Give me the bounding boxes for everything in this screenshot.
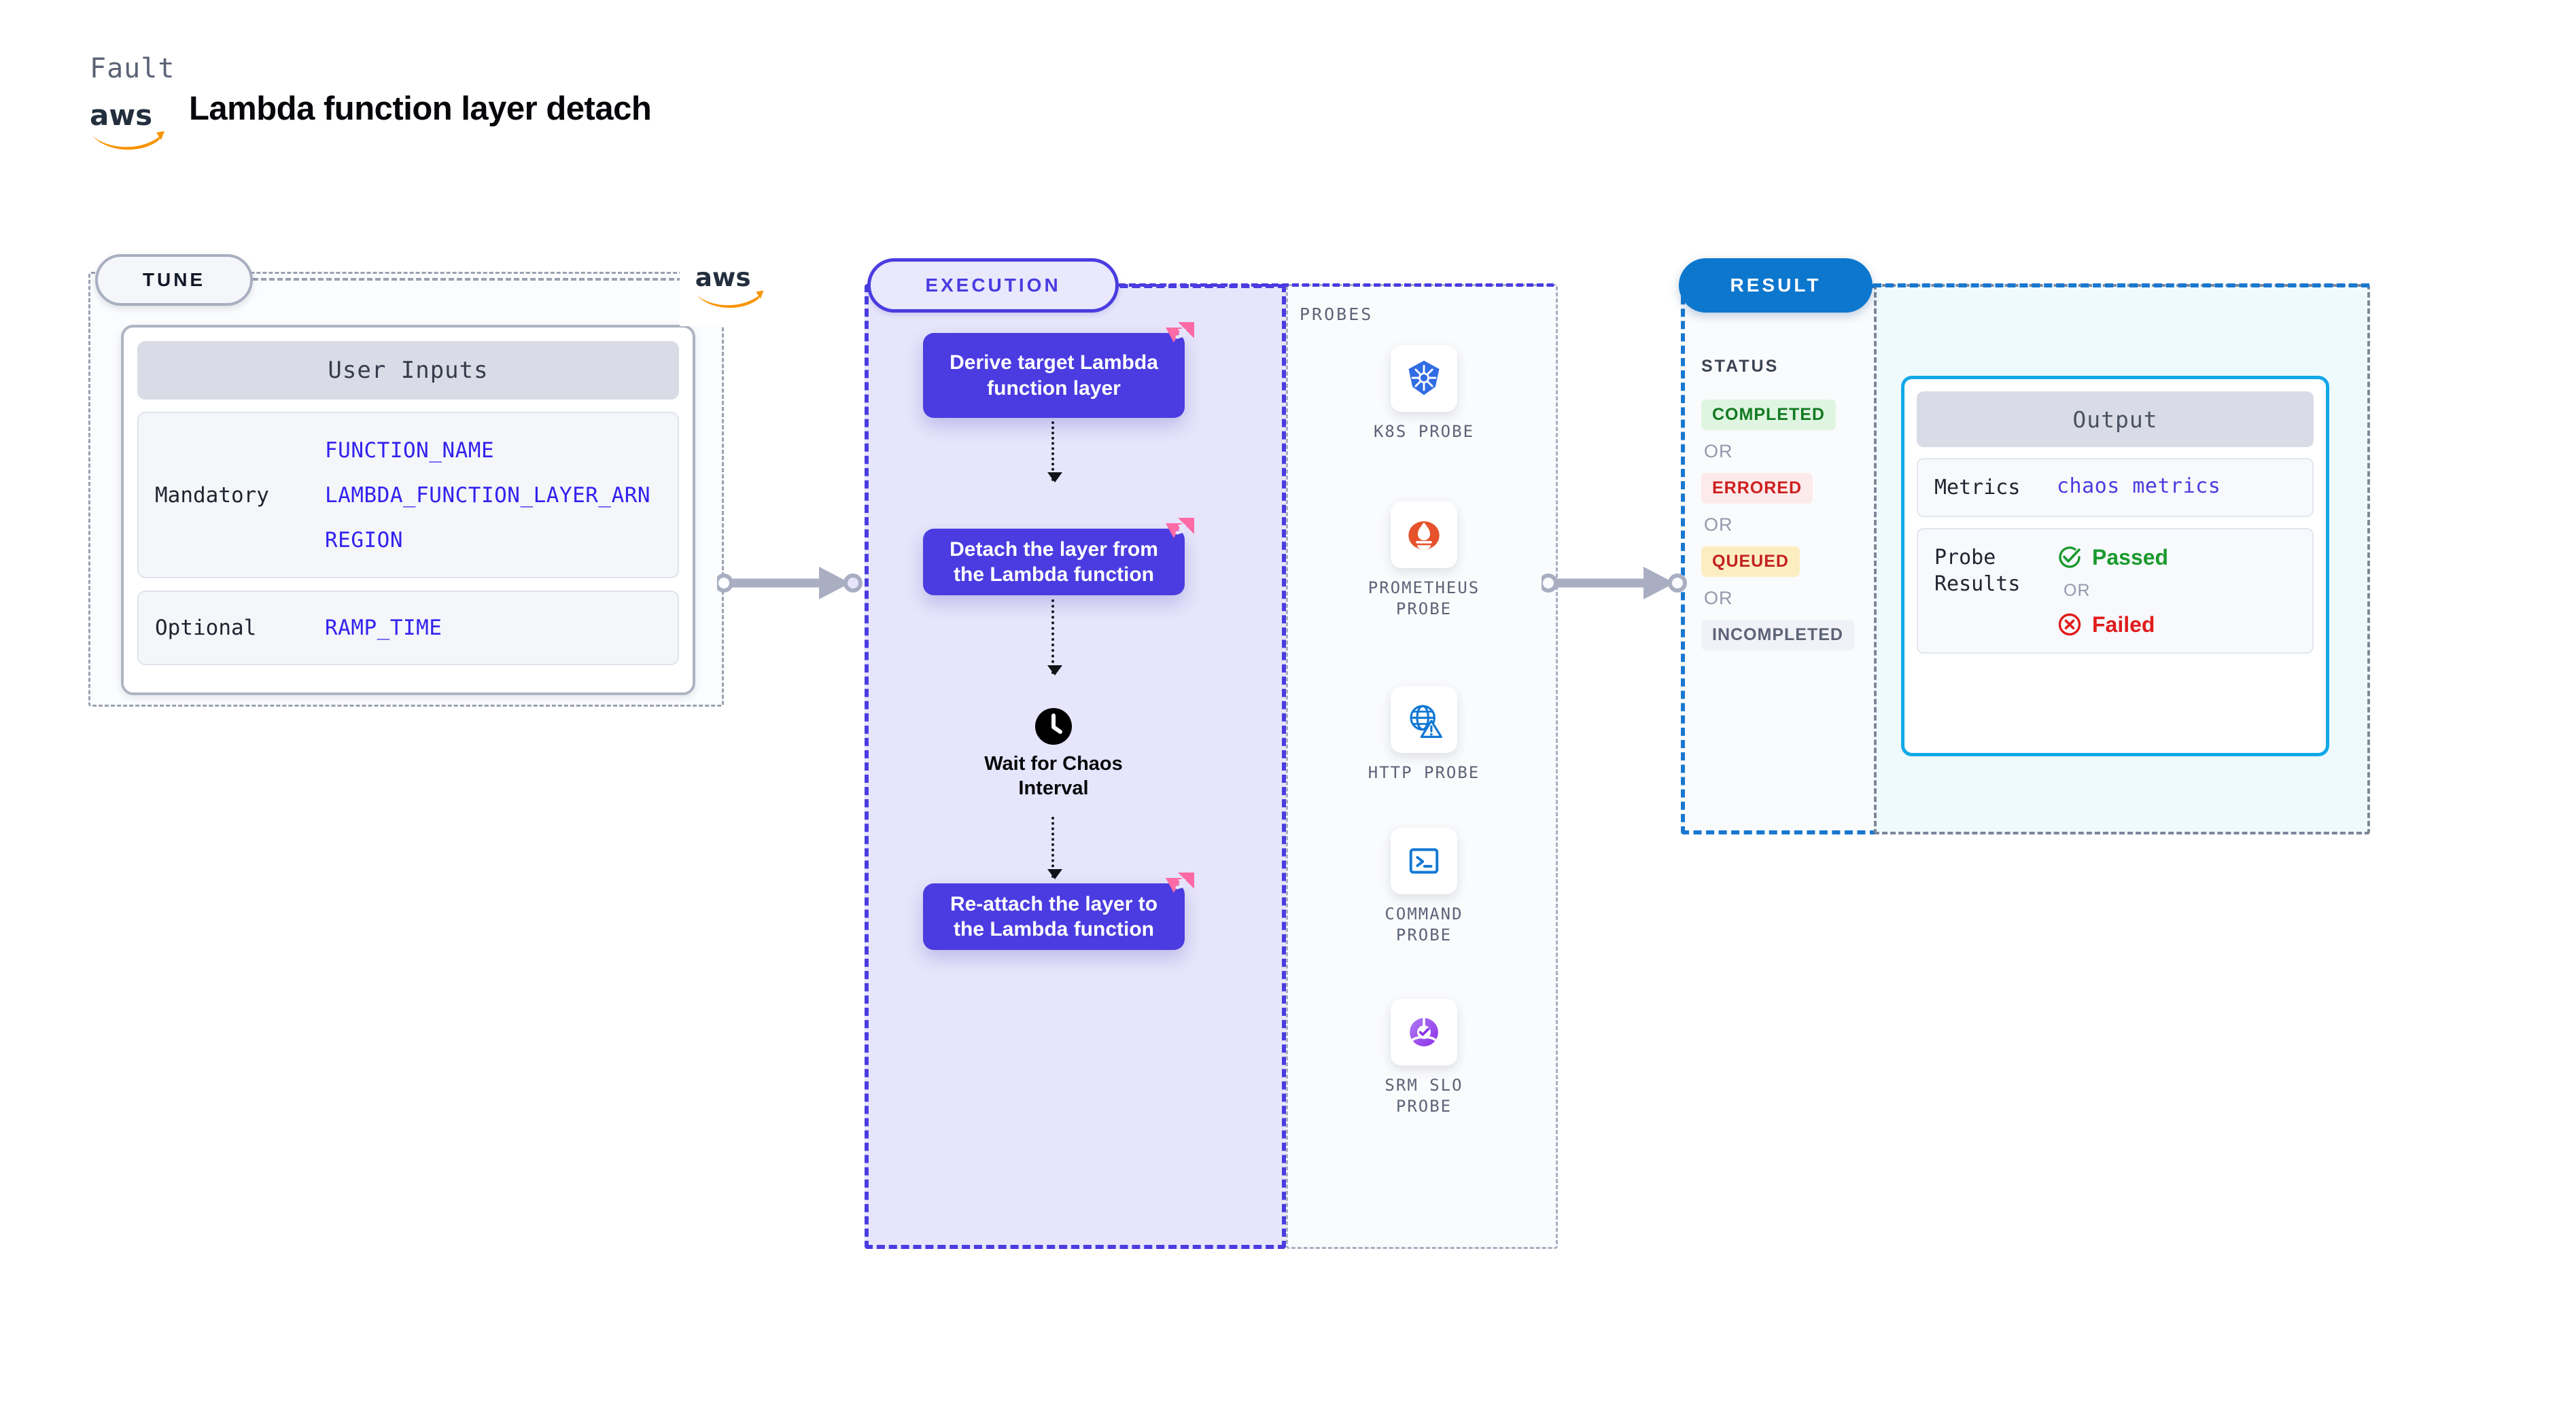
execution-step-2-label: Detach the layer from the Lambda functio…	[950, 537, 1158, 586]
srm-slo-icon	[1391, 999, 1457, 1065]
probes-panel-border	[1286, 284, 1558, 1249]
status-badge-errored: ERRORED	[1701, 473, 1813, 504]
probe-result-failed: Failed	[2057, 612, 2168, 637]
kubernetes-icon	[1391, 345, 1457, 412]
input-region: REGION	[325, 527, 403, 552]
page-kicker: Fault	[90, 53, 175, 84]
execution-step-1-label: Derive target Lambda function layer	[950, 351, 1158, 400]
input-function-name: FUNCTION_NAME	[325, 438, 495, 463]
execution-section-pill[interactable]: EXECUTION	[867, 258, 1119, 313]
probe-k8s[interactable]: K8S PROBE	[1353, 345, 1495, 442]
probe-prometheus-label: PROMETHEUS PROBE	[1368, 578, 1480, 619]
status-title: STATUS	[1701, 357, 1779, 376]
probe-srm-slo-label: SRM SLO PROBE	[1385, 1076, 1463, 1116]
output-card-title: Output	[1917, 391, 2314, 447]
probe-command-label: COMMAND PROBE	[1385, 904, 1463, 945]
execution-panel-border	[865, 284, 1286, 1249]
probe-prometheus[interactable]: PROMETHEUS PROBE	[1353, 501, 1495, 620]
input-lambda-layer-arn: LAMBDA_FUNCTION_LAYER_ARN	[325, 482, 651, 508]
optional-label: Optional	[155, 616, 257, 640]
result-pill-label: RESULT	[1730, 275, 1822, 296]
output-metrics-label: Metrics	[1934, 476, 2021, 499]
probe-result-passed: Passed	[2057, 544, 2168, 570]
check-circle-icon	[2059, 546, 2081, 568]
clock-icon	[1035, 708, 1072, 745]
flow-arrow-3	[1047, 817, 1062, 879]
page-title: Lambda function layer detach	[189, 90, 652, 127]
status-list: COMPLETED OR ERRORED OR QUEUED OR INCOMP…	[1701, 400, 1871, 650]
execution-step-1[interactable]: Derive target Lambda function layer	[923, 322, 1194, 418]
terminal-icon	[1391, 828, 1457, 894]
status-or-3: OR	[1704, 588, 1733, 608]
probe-result-or: OR	[2064, 581, 2091, 600]
mandatory-inputs-row: Mandatory FUNCTION_NAME LAMBDA_FUNCTION_…	[137, 412, 679, 578]
output-card: Output Metrics chaos metrics Probe Resul…	[1901, 376, 2329, 756]
svg-text:aws: aws	[695, 262, 751, 292]
http-globe-icon	[1391, 686, 1457, 753]
execution-pill-label: EXECUTION	[925, 275, 1061, 296]
status-badge-completed: COMPLETED	[1701, 400, 1836, 430]
wait-label: Wait for Chaos Interval	[984, 753, 1123, 800]
status-or-1: OR	[1704, 441, 1733, 461]
probe-result-failed-label: Failed	[2092, 612, 2155, 637]
user-inputs-card: User Inputs Mandatory FUNCTION_NAME LAMB…	[121, 325, 695, 695]
probe-command[interactable]: COMMAND PROBE	[1353, 828, 1495, 946]
chaos-badge-icon	[1162, 873, 1194, 901]
flow-arrow-2	[1047, 599, 1062, 675]
probe-k8s-label: K8S PROBE	[1373, 422, 1475, 441]
tune-section-pill[interactable]: TUNE	[95, 254, 253, 306]
result-connector-line	[1873, 283, 2369, 287]
mandatory-label: Mandatory	[155, 482, 269, 508]
aws-provider-badge: aws	[680, 245, 782, 326]
output-probe-results-row: Probe Results Passed OR Failed	[1917, 528, 2314, 654]
arrow-head-icon	[1047, 472, 1062, 482]
probes-title: PROBES	[1300, 304, 1374, 324]
output-metrics-value: chaos metrics	[2057, 474, 2221, 498]
probe-result-passed-label: Passed	[2092, 544, 2169, 569]
output-probe-results-label: Probe Results	[1934, 546, 2021, 596]
chaos-badge-icon	[1162, 518, 1194, 546]
optional-inputs-row: Optional RAMP_TIME	[137, 591, 679, 665]
execution-step-3-label: Re-attach the layer to the Lambda functi…	[950, 892, 1158, 941]
chaos-badge-icon	[1162, 322, 1194, 351]
execution-panel	[865, 284, 1286, 1249]
x-circle-icon	[2058, 613, 2081, 636]
user-inputs-title: User Inputs	[137, 341, 679, 400]
wait-for-chaos-interval: Wait for Chaos Interval	[965, 708, 1142, 801]
svg-text:aws: aws	[90, 99, 152, 132]
tune-to-execution-connector	[714, 563, 867, 607]
status-badge-queued: QUEUED	[1701, 546, 1800, 577]
probes-panel	[1286, 284, 1558, 1249]
execution-connector-line	[1119, 283, 1554, 287]
prometheus-icon	[1391, 501, 1457, 568]
flow-arrow-1	[1047, 421, 1062, 482]
probe-srm-slo[interactable]: SRM SLO PROBE	[1353, 999, 1495, 1117]
tune-connector-line	[253, 278, 715, 281]
execution-step-3[interactable]: Re-attach the layer to the Lambda functi…	[923, 873, 1194, 950]
execution-to-result-connector	[1539, 563, 1691, 607]
output-metrics-row: Metrics chaos metrics	[1917, 458, 2314, 517]
arrow-head-icon	[1047, 869, 1062, 879]
aws-logo: aws	[88, 95, 170, 154]
result-section-pill[interactable]: RESULT	[1679, 258, 1873, 313]
probe-http-label: HTTP PROBE	[1368, 763, 1480, 782]
probe-http[interactable]: HTTP PROBE	[1353, 686, 1495, 783]
status-or-2: OR	[1704, 514, 1733, 535]
execution-step-2[interactable]: Detach the layer from the Lambda functio…	[923, 518, 1194, 595]
tune-pill-label: TUNE	[142, 269, 206, 290]
arrow-head-icon	[1047, 665, 1062, 675]
input-ramp-time: RAMP_TIME	[325, 616, 442, 640]
status-badge-incompleted: INCOMPLETED	[1701, 620, 1854, 650]
